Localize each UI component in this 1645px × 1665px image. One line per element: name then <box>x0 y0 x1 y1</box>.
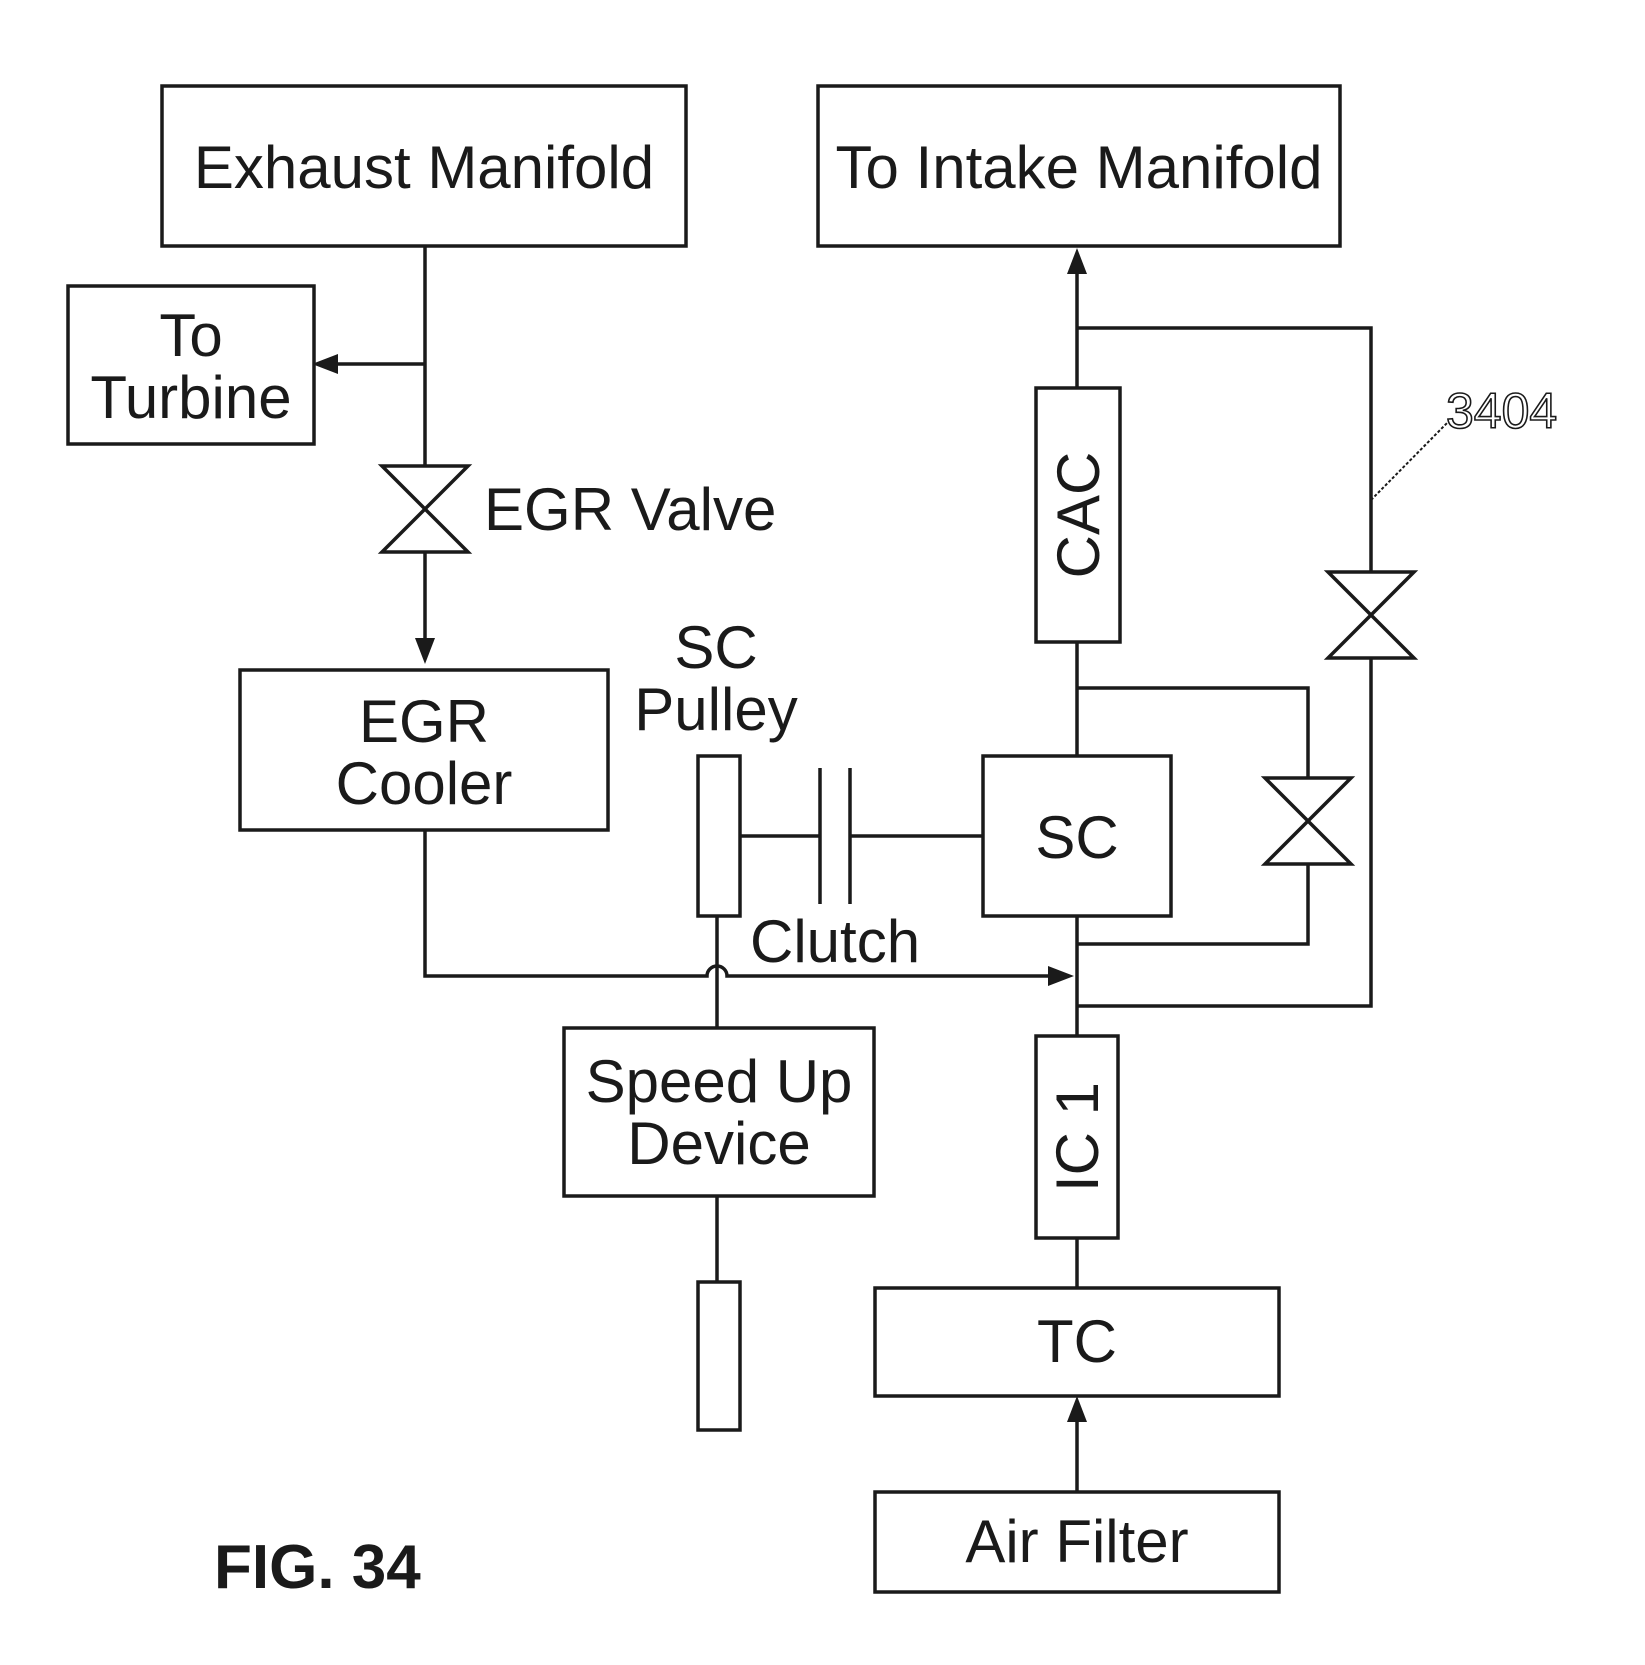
exhaust-manifold-label: Exhaust Manifold <box>194 134 654 201</box>
cac-label: CAC <box>1045 452 1112 579</box>
egr-cooler-label-line1: EGR <box>359 688 489 755</box>
sc-pulley-block <box>696 754 742 918</box>
turbine-arrow <box>312 354 338 374</box>
speed-up-device-label-line2: Device <box>627 1110 810 1177</box>
to-turbine-block <box>66 284 316 446</box>
egr-mix-arrow <box>1048 966 1074 986</box>
lower-pulley-block <box>696 1280 742 1432</box>
air-filter-block <box>873 1490 1281 1594</box>
figure-label: FIG. 34 <box>214 1533 421 1602</box>
clutch-label: Clutch <box>750 908 920 975</box>
egr-cooler-block <box>238 668 610 832</box>
sc-pulley-label-line2: Pulley <box>634 676 797 743</box>
egr-cooler-arrow <box>415 638 435 664</box>
speed-up-device-block <box>562 1026 876 1198</box>
sc-bypass-valve-icon <box>1260 776 1356 866</box>
ic1-label: IC 1 <box>1044 1082 1111 1192</box>
egr-cooler-label-line2: Cooler <box>336 750 513 817</box>
to-turbine-label-line1: To <box>159 302 222 369</box>
intake-manifold-label: To Intake Manifold <box>836 134 1323 201</box>
to-turbine-label-line2: Turbine <box>90 364 291 431</box>
intake-arrow <box>1067 248 1087 274</box>
tc-block <box>873 1286 1281 1398</box>
exhaust-manifold-block <box>160 84 688 248</box>
ic1-block <box>1034 1034 1120 1240</box>
egr-valve-label: EGR Valve <box>484 476 776 543</box>
cac-block <box>1034 386 1122 644</box>
egr-valve-icon <box>377 464 473 554</box>
tc-inlet-arrow <box>1067 1396 1087 1422</box>
outer-bypass-loop <box>1077 326 1373 1008</box>
sc-label: SC <box>1035 804 1118 871</box>
reference-numeral-3404: 3404 <box>1446 383 1557 439</box>
reference-leader-line <box>1370 421 1449 501</box>
intake-manifold-block <box>816 84 1342 248</box>
sc-pulley-label-line1: SC <box>674 614 757 681</box>
speed-up-device-label-line1: Speed Up <box>586 1048 853 1115</box>
air-filter-label: Air Filter <box>965 1508 1188 1575</box>
sc-block <box>981 754 1173 918</box>
tc-label: TC <box>1037 1308 1117 1375</box>
outer-bypass-valve-icon <box>1323 570 1419 660</box>
